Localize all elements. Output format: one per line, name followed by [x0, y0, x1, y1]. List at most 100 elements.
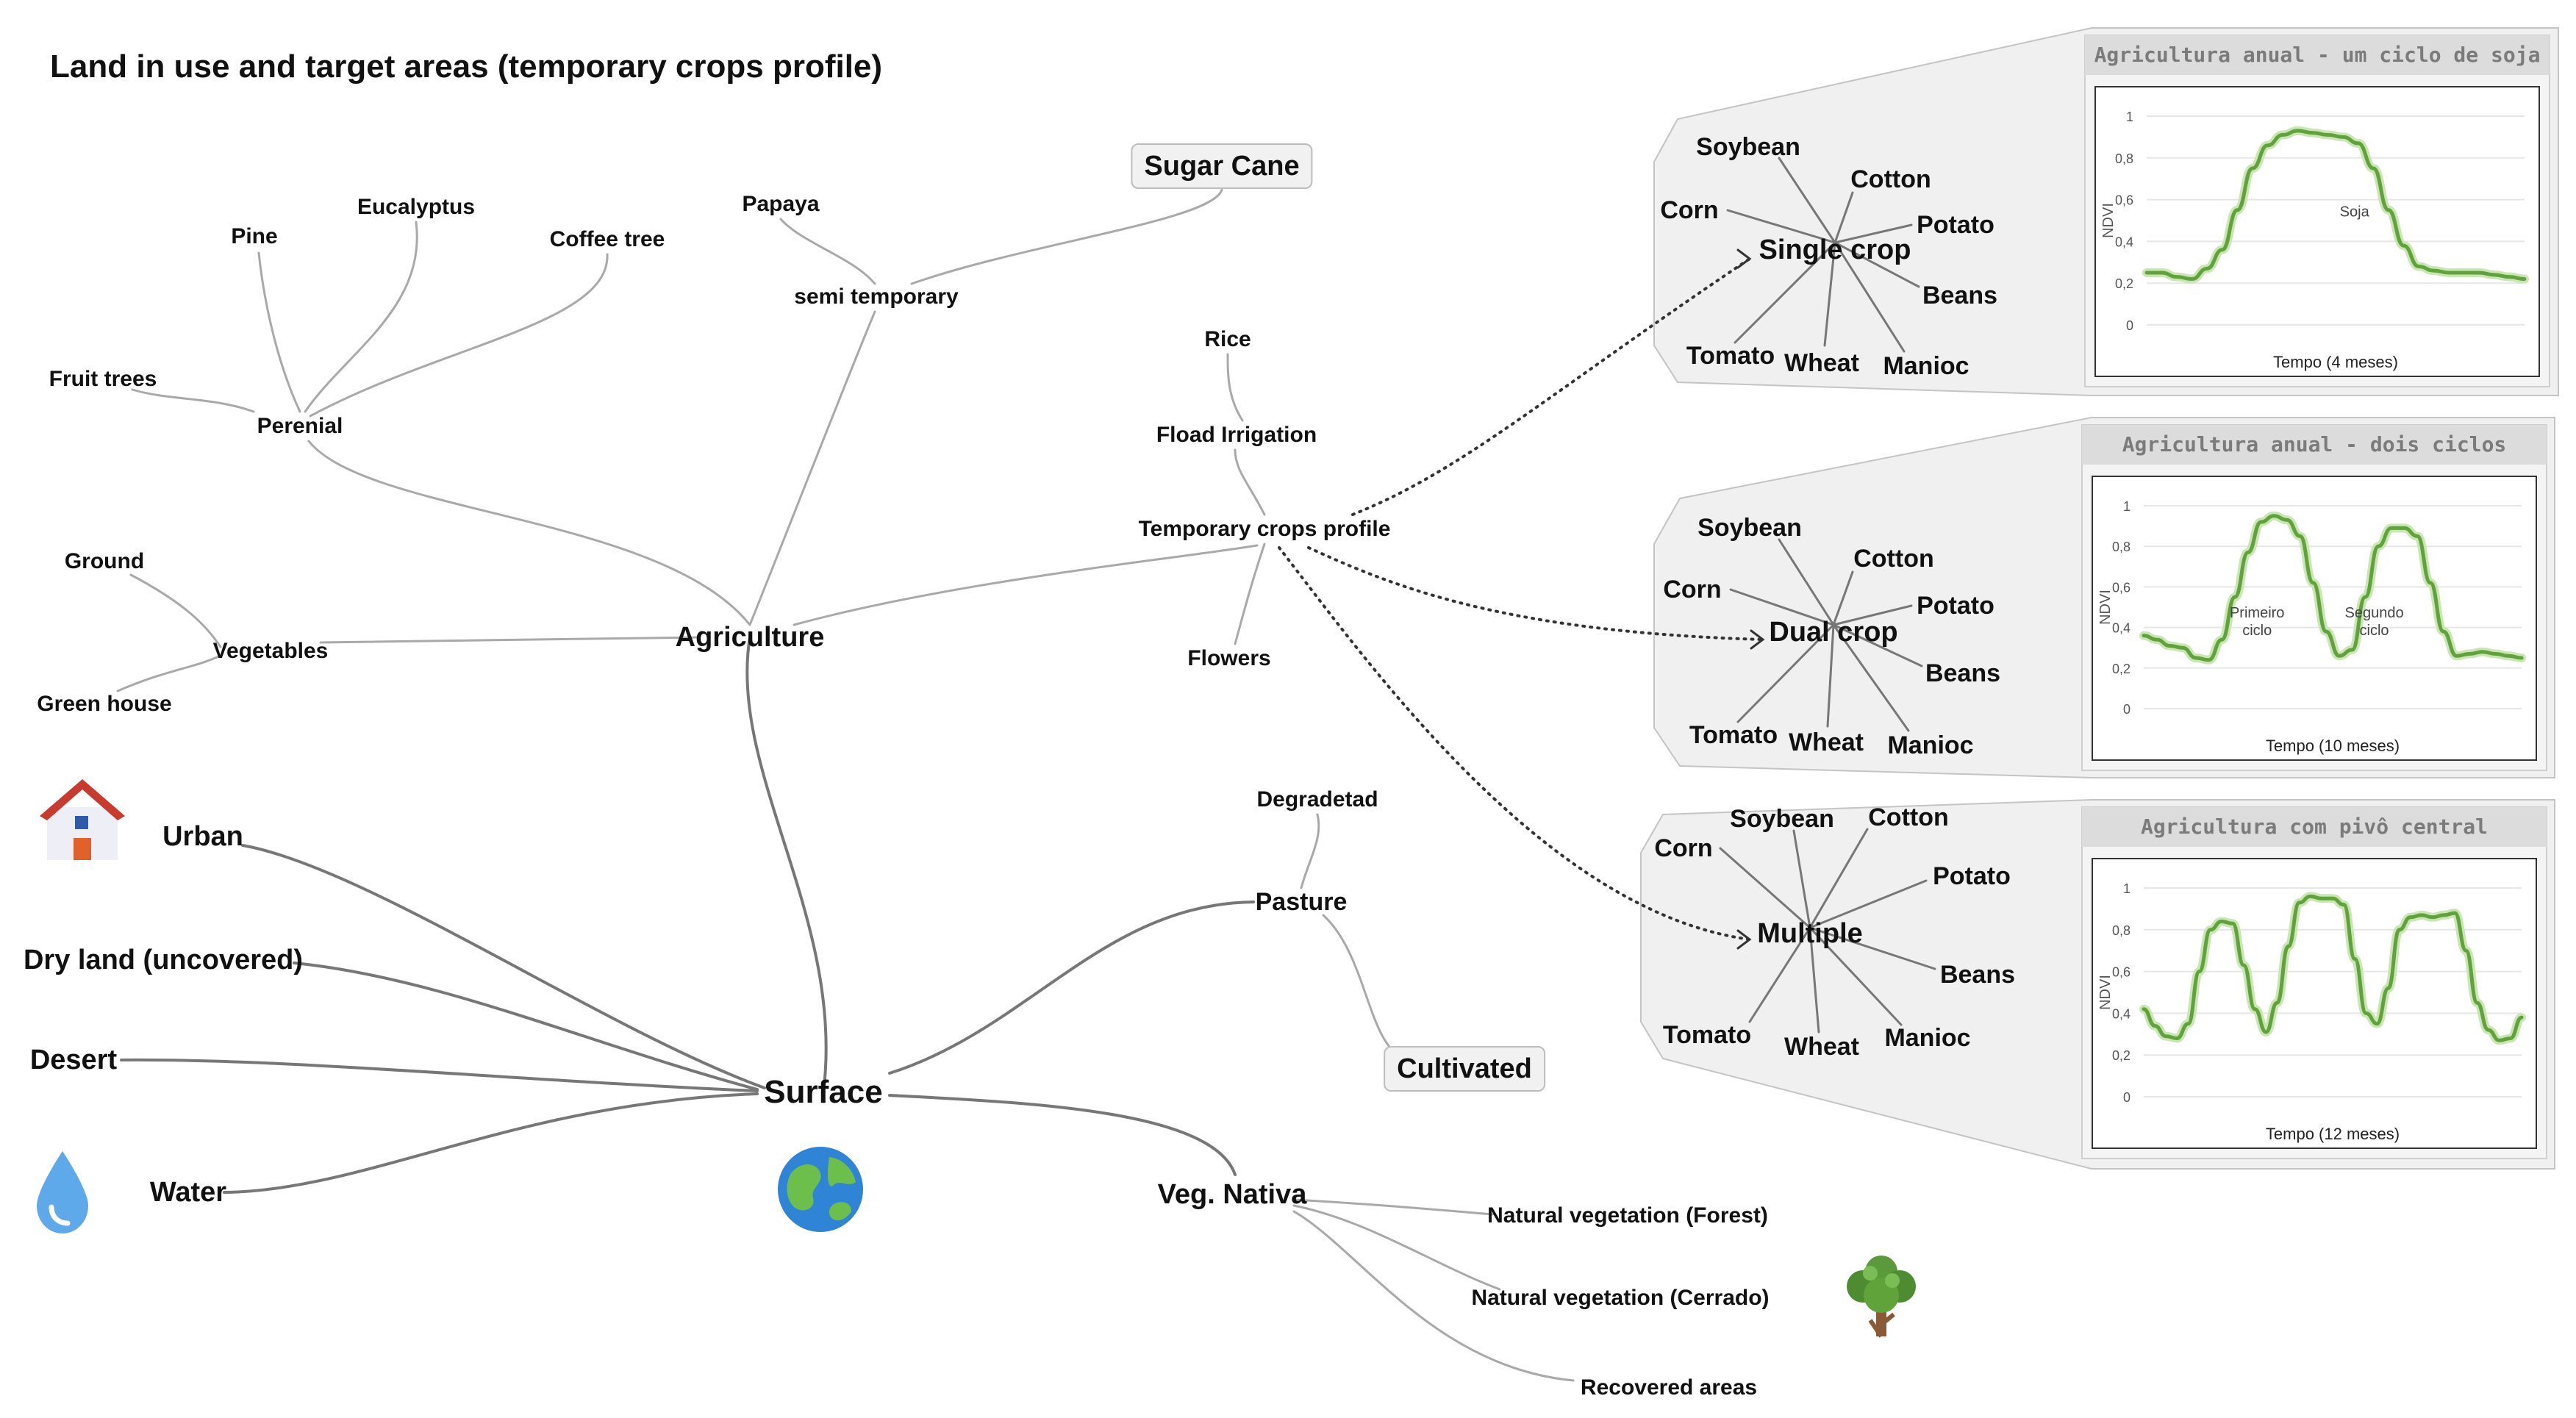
connector-line: [1292, 1210, 1575, 1382]
dotted-arrow: [1278, 546, 1751, 941]
node-coffee-tree[interactable]: Coffee tree: [549, 227, 665, 251]
connector-line: [304, 221, 418, 413]
connector-line: [1322, 914, 1406, 1060]
connector-line: [748, 310, 876, 626]
node-agriculture[interactable]: Agriculture: [675, 622, 825, 653]
node-water[interactable]: Water: [149, 1177, 227, 1208]
chart-annotation: Soja: [2340, 204, 2370, 220]
node-urban[interactable]: Urban: [162, 821, 243, 852]
node-vegetables[interactable]: Vegetables: [212, 639, 329, 663]
crop-center-single[interactable]: Single crop: [1759, 234, 1911, 265]
node-ground[interactable]: Ground: [64, 549, 145, 573]
connector-line: [888, 1094, 1237, 1176]
x-axis-label: Tempo (12 meses): [2266, 1125, 2400, 1143]
chart-header: [2082, 425, 2547, 465]
crop-spoke-line: [1808, 926, 1936, 970]
node-cultivated[interactable]: Cultivated: [1384, 1046, 1545, 1092]
crop-label: Cotton: [1853, 545, 1934, 573]
y-tick-label: 1: [2123, 499, 2130, 514]
arrow-head-icon: [1736, 248, 1752, 269]
chart-header: [2085, 35, 2550, 75]
node-green-house[interactable]: Green house: [37, 692, 172, 716]
node-degraded[interactable]: Degradetad: [1256, 787, 1378, 812]
y-tick-label: 0,4: [2112, 621, 2130, 636]
y-axis-label: NDVI: [2097, 975, 2114, 1010]
ndvi-series-line: [2142, 894, 2524, 1042]
crop-spoke-line: [1808, 926, 1820, 1034]
node-surface[interactable]: Surface: [764, 1074, 883, 1110]
crop-spoke-line: [1833, 223, 1913, 244]
connector-line: [120, 1058, 759, 1092]
node-desert[interactable]: Desert: [29, 1045, 118, 1075]
chart-annotation: ciclo: [2242, 623, 2272, 639]
crop-spoke-line: [1726, 209, 1836, 244]
dotted-arrow: [1351, 257, 1751, 516]
crop-label: Soybean: [1697, 514, 1802, 542]
connector-line: [1292, 1198, 1494, 1216]
crop-spoke-line: [1833, 241, 1906, 353]
dotted-arrow: [1307, 546, 1764, 641]
y-axis-label: NDVI: [2100, 203, 2117, 238]
node-eucalyptus[interactable]: Eucalyptus: [357, 195, 476, 219]
node-sugar-cane[interactable]: Sugar Cane: [1131, 143, 1313, 189]
node-recovered-areas[interactable]: Recovered areas: [1580, 1375, 1758, 1400]
y-axis-label: NDVI: [2097, 590, 2114, 625]
node-flowers[interactable]: Flowers: [1187, 646, 1271, 670]
node-papaya[interactable]: Papaya: [742, 192, 820, 216]
y-tick-label: 1: [2123, 881, 2130, 896]
crop-label: Cotton: [1868, 803, 1949, 831]
connector-line: [779, 218, 876, 285]
y-tick-label: 0: [2123, 1090, 2130, 1105]
crop-spoke-line: [1792, 829, 1811, 929]
crop-label: Manioc: [1884, 1024, 1971, 1052]
x-axis-label: Tempo (10 meses): [2266, 737, 2400, 755]
ndvi-chart: Agricultura anual - dois ciclos00,20,40,…: [2081, 424, 2547, 771]
y-tick-label: 0,6: [2112, 965, 2130, 980]
crop-spoke-line: [1826, 623, 1835, 728]
chart-plot-area: [2092, 858, 2537, 1149]
chart-header: [2082, 807, 2547, 847]
connector-line: [1234, 543, 1266, 645]
crop-spoke-line: [1736, 623, 1835, 723]
crop-label: Manioc: [1883, 352, 1969, 380]
node-pine[interactable]: Pine: [231, 224, 278, 248]
chart-plot-area: [2092, 476, 2537, 761]
node-perennial[interactable]: Perenial: [257, 414, 343, 438]
page-title: Land in use and target areas (temporary …: [50, 49, 883, 85]
chart-title: Agricultura com pivô central: [2141, 814, 2488, 839]
crop-spoke-line: [1823, 241, 1836, 347]
node-rice[interactable]: Rice: [1204, 327, 1251, 351]
y-tick-label: 0: [2123, 702, 2130, 717]
node-dry-land[interactable]: Dry land (uncovered): [23, 945, 304, 975]
crop-label: Beans: [1925, 659, 2001, 687]
crop-label: Potato: [1917, 211, 1994, 239]
crop-label: Corn: [1654, 834, 1713, 862]
node-flood-irrigation[interactable]: Fload Irrigation: [1156, 423, 1317, 447]
crop-label: Tomato: [1689, 721, 1778, 749]
crop-center-dual[interactable]: Dual crop: [1769, 617, 1898, 648]
connector-line: [116, 654, 222, 692]
ndvi-series-line: [2144, 129, 2527, 282]
connector-line: [309, 253, 609, 418]
node-natural-forest[interactable]: Natural vegetation (Forest): [1487, 1203, 1768, 1228]
node-temporary-crops-profile[interactable]: Temporary crops profile: [1138, 517, 1391, 541]
connector-line: [1226, 353, 1244, 422]
y-tick-label: 0,2: [2112, 1048, 2130, 1063]
node-veg-nativa[interactable]: Veg. Nativa: [1157, 1179, 1307, 1210]
crop-label: Potato: [1917, 592, 1994, 620]
node-semi-temporary[interactable]: semi temporary: [794, 284, 959, 309]
y-tick-label: 0,2: [2112, 662, 2130, 676]
crop-spoke-line: [1832, 604, 1913, 626]
crop-label: Wheat: [1784, 1033, 1859, 1061]
connector-line: [129, 573, 222, 648]
node-pasture[interactable]: Pasture: [1255, 888, 1348, 916]
crop-label: Tomato: [1686, 342, 1775, 370]
crop-spoke-line: [1832, 570, 1854, 626]
crop-spoke-line: [1832, 623, 1910, 732]
node-natural-cerrado[interactable]: Natural vegetation (Cerrado): [1471, 1286, 1770, 1310]
crop-center-multiple[interactable]: Multiple: [1757, 918, 1863, 949]
crop-label: Manioc: [1887, 731, 1974, 759]
y-tick-label: 0,6: [2112, 580, 2130, 595]
node-fruit-trees[interactable]: Fruit trees: [49, 367, 157, 391]
crop-label: Soybean: [1730, 805, 1834, 833]
